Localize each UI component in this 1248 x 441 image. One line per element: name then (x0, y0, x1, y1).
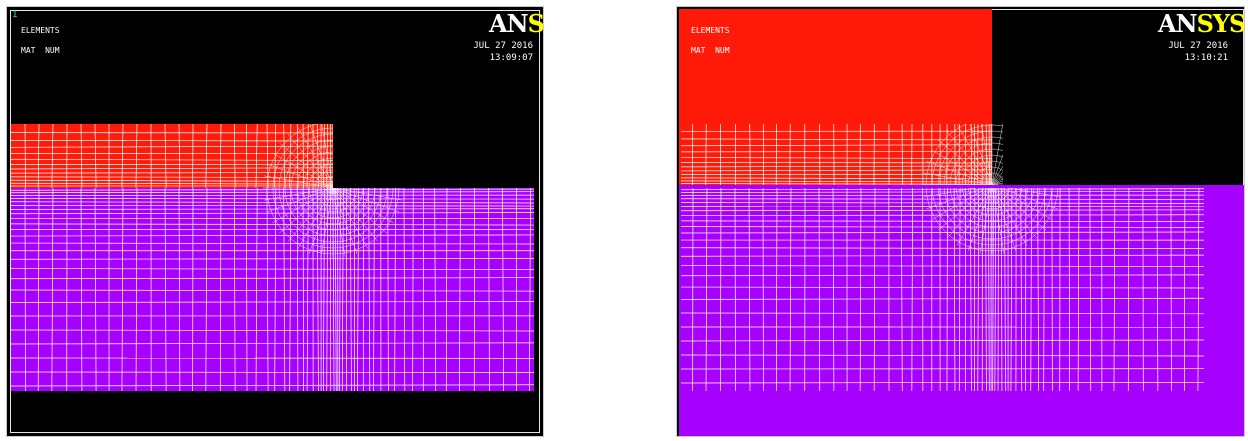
numbering-label: MAT NUM (691, 46, 730, 55)
ansys-logo-an: AN (1158, 9, 1198, 38)
plot-frame (10, 10, 540, 433)
element-mesh-plot (679, 9, 1244, 436)
window-number: 1 (12, 10, 18, 20)
numbering-label: MAT NUM (21, 46, 60, 55)
plot-time: 13:09:07 (489, 53, 533, 63)
ansys-logo: ANSYS (1158, 9, 1245, 38)
ansys-logo-an: AN (489, 9, 529, 38)
mesh-material-2-region (679, 185, 1244, 436)
mesh-material-2 (11, 188, 534, 391)
plot-date: JUL 27 2016 (473, 41, 533, 51)
plot-type-label: ELEMENTS (691, 26, 730, 35)
element-mesh-plot (11, 124, 534, 391)
mesh-material-2 (679, 185, 1244, 436)
graphics-window-left[interactable]: 1 ELEMENTS MAT NUM ANSYS JUL 27 2016 13:… (6, 6, 544, 437)
plot-type-label: ELEMENTS (21, 26, 60, 35)
mesh-material-1 (11, 124, 333, 188)
ansys-logo-sys: SYS (527, 9, 544, 38)
ansys-logo: ANSYS (489, 9, 544, 38)
ansys-logo-sys: SYS (1196, 9, 1245, 38)
plot-time: 13:10:21 (1184, 53, 1228, 63)
graphics-window-right[interactable]: ELEMENTS MAT NUM ANSYS JUL 27 2016 13:10… (676, 6, 1245, 437)
mesh-material-1 (679, 9, 1003, 188)
plot-date: JUL 27 2016 (1168, 41, 1228, 51)
